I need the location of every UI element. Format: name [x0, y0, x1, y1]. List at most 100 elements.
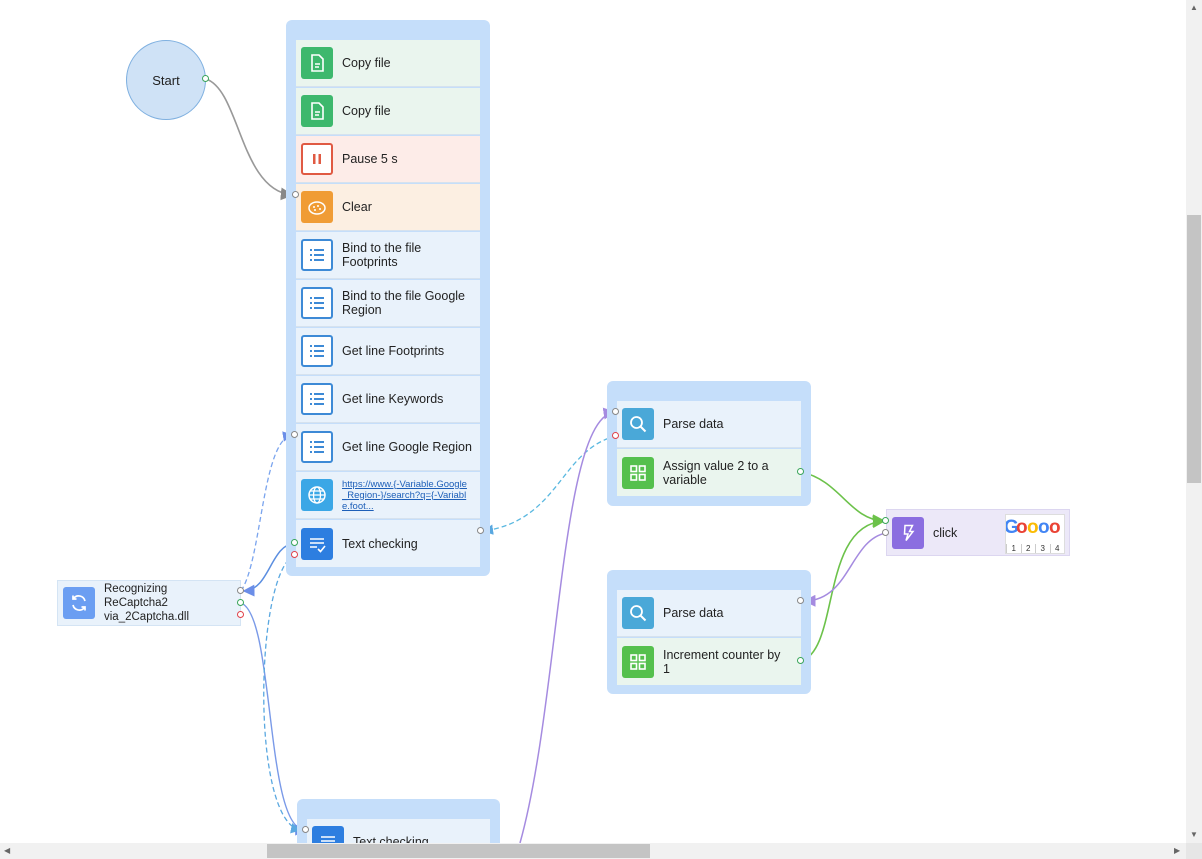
- parse2-input-port[interactable]: [797, 597, 804, 604]
- action-copy-file-2[interactable]: Copy file: [296, 88, 480, 135]
- thumb-digit: 4: [1049, 544, 1065, 553]
- action-label: Assign value 2 to a variable: [663, 458, 769, 487]
- action-label: Get line Footprints: [342, 344, 445, 358]
- search-icon: [622, 597, 654, 629]
- workflow-canvas[interactable]: Start Copy file Copy file Pause 5 s: [0, 0, 1186, 843]
- thumb-digit: 3: [1035, 544, 1050, 553]
- click-label: click: [933, 525, 958, 540]
- vertical-scroll-thumb[interactable]: [1187, 215, 1201, 483]
- captcha-success-port[interactable]: [237, 599, 244, 606]
- start-node[interactable]: Start: [126, 40, 206, 120]
- action-parse-data[interactable]: Parse data: [617, 401, 801, 448]
- list-icon: [301, 287, 333, 319]
- grid-icon: [622, 645, 654, 678]
- action-text-checking-bottom[interactable]: Text checking: [307, 819, 490, 843]
- list-icon: [301, 431, 333, 463]
- list-icon: [301, 383, 333, 415]
- text-check-icon: [312, 826, 344, 843]
- list-icon: [301, 335, 333, 367]
- globe-icon: [301, 479, 333, 511]
- action-get-line-google-region[interactable]: Get line Google Region: [296, 424, 480, 471]
- textcheck-error-port[interactable]: [291, 551, 298, 558]
- action-label: Get line Keywords: [342, 392, 444, 406]
- parse-group-2[interactable]: Parse data Increment counter by 1: [607, 570, 811, 694]
- action-label: Bind to the file Footprints: [342, 241, 422, 269]
- grid-icon: [622, 456, 654, 489]
- list-icon: [301, 239, 333, 271]
- vertical-scrollbar[interactable]: ▲ ▼: [1186, 0, 1202, 843]
- assign-success-port[interactable]: [797, 468, 804, 475]
- action-get-line-keywords[interactable]: Get line Keywords: [296, 376, 480, 423]
- main-action-group[interactable]: Copy file Copy file Pause 5 s Clear Bind…: [286, 20, 490, 576]
- start-label: Start: [152, 72, 180, 88]
- link-click-parse2: [803, 532, 887, 607]
- clear-input-port[interactable]: [292, 191, 299, 198]
- bottom-action-group[interactable]: Text checking: [297, 799, 500, 843]
- thumb-digits: 1 2 3 4: [1006, 544, 1064, 553]
- text-check-icon: [301, 527, 333, 560]
- action-label: Parse data: [663, 606, 724, 620]
- file-icon: [301, 47, 333, 79]
- action-navigate-url[interactable]: https://www.{-Variable.Google_Region-}/s…: [296, 472, 480, 519]
- action-label: Bind to the file Google Region: [342, 289, 465, 317]
- file-icon: [301, 95, 333, 127]
- link-bottom-parse: [519, 407, 616, 843]
- action-increment-counter[interactable]: Increment counter by 1: [617, 638, 801, 685]
- captcha-node[interactable]: Recognizing ReCaptcha2 via_2Captcha.dll: [57, 580, 241, 626]
- pause-icon: [301, 143, 333, 175]
- action-parse-data[interactable]: Parse data: [617, 590, 801, 637]
- scroll-right-icon[interactable]: ▶: [1174, 846, 1181, 855]
- action-get-line-footprints[interactable]: Get line Footprints: [296, 328, 480, 375]
- link-increment-click: [800, 515, 886, 662]
- action-clear[interactable]: Clear: [296, 184, 480, 231]
- scroll-down-icon[interactable]: ▼: [1190, 830, 1198, 839]
- textcheck-success-port[interactable]: [291, 539, 298, 546]
- increment-success-port[interactable]: [797, 657, 804, 664]
- start-output-port[interactable]: [202, 75, 209, 82]
- action-label: Parse data: [663, 417, 724, 431]
- cookie-icon: [301, 191, 333, 223]
- link-parse-textcheck: [482, 435, 617, 535]
- connection-lines: [205, 78, 887, 843]
- scrollbar-corner: [1186, 843, 1202, 859]
- link-captcha-getline: [240, 431, 294, 592]
- url-link[interactable]: https://www.{-Variable.Google_Region-}/s…: [342, 478, 467, 512]
- link-assign-click: [800, 471, 886, 528]
- link-start-clear: [205, 78, 294, 201]
- action-pause[interactable]: Pause 5 s: [296, 136, 480, 183]
- parse1-input-port[interactable]: [612, 408, 619, 415]
- parse-group-1[interactable]: Parse data Assign value 2 to a variable: [607, 381, 811, 506]
- action-bind-google-region[interactable]: Bind to the file Google Region: [296, 280, 480, 327]
- action-bind-footprints[interactable]: Bind to the file Footprints: [296, 232, 480, 279]
- action-label: Copy file: [342, 104, 391, 118]
- horizontal-scrollbar[interactable]: ◀ ▶: [0, 843, 1186, 859]
- click-output-port[interactable]: [882, 529, 889, 536]
- captcha-error-port[interactable]: [237, 611, 244, 618]
- link-captcha-bottom: [240, 602, 307, 836]
- action-label: Text checking: [353, 835, 429, 843]
- thumb-digit: 1: [1006, 544, 1021, 553]
- getline-input-port[interactable]: [291, 431, 298, 438]
- scroll-up-icon[interactable]: ▲: [1190, 3, 1198, 12]
- scroll-left-icon[interactable]: ◀: [4, 846, 11, 855]
- action-label: Copy file: [342, 56, 391, 70]
- link-textcheck-bottom: [263, 554, 302, 834]
- click-input-port[interactable]: [882, 517, 889, 524]
- captcha-label: Recognizing ReCaptcha2 via_2Captcha.dll: [104, 583, 190, 623]
- textcheck-input-port[interactable]: [477, 527, 484, 534]
- lightning-icon: [892, 516, 924, 549]
- captcha-input-port[interactable]: [237, 587, 244, 594]
- horizontal-scroll-thumb[interactable]: [267, 844, 650, 858]
- bottom-input-port[interactable]: [302, 826, 309, 833]
- refresh-icon: [63, 587, 95, 619]
- action-copy-file-1[interactable]: Copy file: [296, 40, 480, 87]
- thumb-digit: 2: [1020, 544, 1036, 553]
- action-label: Text checking: [342, 536, 418, 551]
- action-text-checking[interactable]: Text checking: [296, 520, 480, 567]
- action-label: Clear: [342, 200, 372, 214]
- action-assign-value[interactable]: Assign value 2 to a variable: [617, 449, 801, 496]
- action-label: Increment counter by 1: [663, 647, 781, 676]
- parse1-error-port[interactable]: [612, 432, 619, 439]
